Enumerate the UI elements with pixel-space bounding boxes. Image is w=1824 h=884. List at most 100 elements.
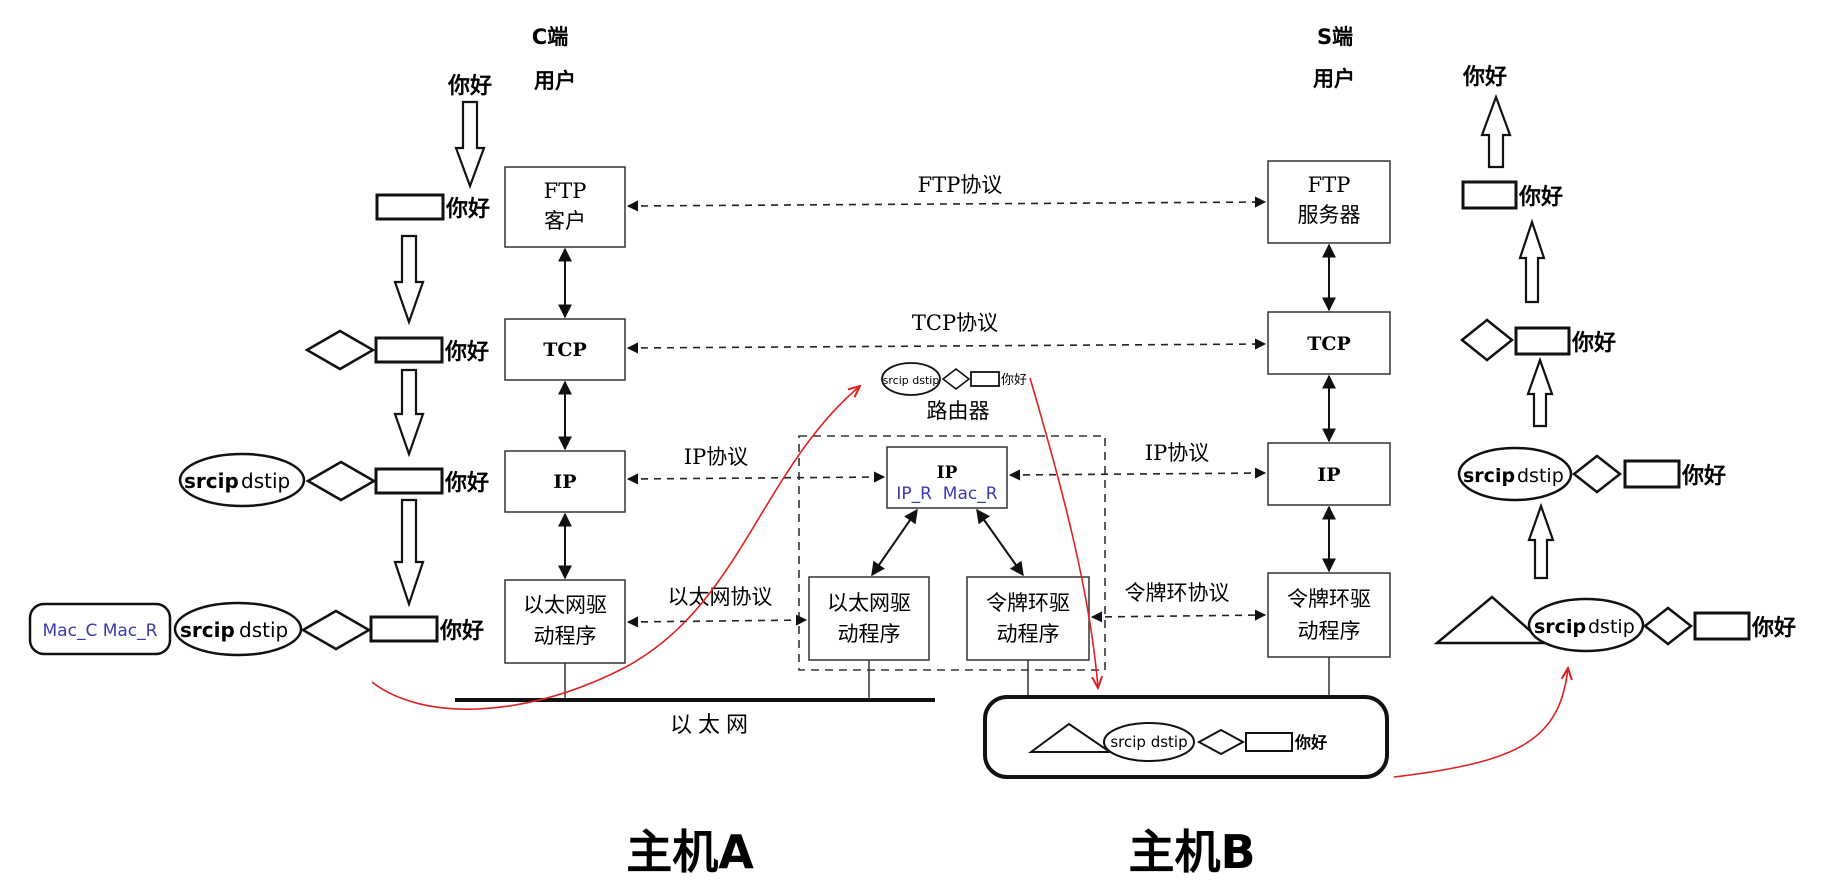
token-driver-b-line1: 令牌环驱 <box>1287 587 1371 611</box>
up-arrow-1 <box>1480 93 1512 169</box>
router-token-driver-box <box>966 576 1090 661</box>
up-arrow-3 <box>1526 356 1554 428</box>
router-packet-greeting: 你好 <box>1001 373 1027 388</box>
dstip-l3: dstip <box>241 469 290 493</box>
ip-protocol-left-label: IP协议 <box>684 445 748 469</box>
ftp-client-box <box>504 166 626 248</box>
token-ring-protocol-label: 令牌环协议 <box>1125 581 1230 605</box>
data-rect-l2 <box>374 336 444 364</box>
tcp-header-diamond-r4 <box>1642 606 1694 646</box>
ftp-client-line2: 客户 <box>544 209 586 233</box>
ftp-server-box <box>1267 160 1391 244</box>
token-ring-header-triangle <box>1027 722 1114 753</box>
tcp-header-diamond-r3 <box>1571 454 1623 494</box>
router-link-eth <box>871 508 918 577</box>
token-ring-frame-addr: srcip dstip <box>1110 733 1187 751</box>
greeting-r2: 你好 <box>1571 330 1616 356</box>
tcp-header-diamond-r2 <box>1459 318 1515 362</box>
greeting-l4: 你好 <box>439 618 484 644</box>
client-end-label: C端 <box>532 25 568 49</box>
ip-header-ellipse-l3 <box>178 452 306 508</box>
greeting-l3: 你好 <box>444 470 489 496</box>
data-rect-r4 <box>1693 611 1751 641</box>
greeting-top-left: 你好 <box>447 73 492 99</box>
server-end-label: S端 <box>1317 25 1353 49</box>
token-ring-frame-data-rect <box>1245 732 1293 752</box>
dstip-l4: dstip <box>239 618 288 642</box>
eth-driver-a-line1: 以太网驱 <box>523 593 607 617</box>
mac-header-box <box>28 602 172 656</box>
tcp-protocol-line <box>626 338 1267 354</box>
router-packet-ellipse <box>881 362 941 396</box>
ftp-server-line2: 服务器 <box>1298 203 1361 227</box>
server-user-label: 用户 <box>1313 67 1355 91</box>
down-arrow-3 <box>393 368 425 458</box>
red-path-to-host-b <box>1393 668 1568 778</box>
tcp-label-a: TCP <box>543 339 587 361</box>
ip-protocol-right-label: IP协议 <box>1145 441 1209 465</box>
ip-header-ellipse-l4 <box>173 601 303 657</box>
tcp-box-b <box>1267 311 1391 375</box>
srcip-l3: srcip <box>184 469 239 493</box>
token-driver-box-b <box>1267 572 1391 658</box>
greeting-l1: 你好 <box>445 196 490 222</box>
greeting-l2: 你好 <box>444 339 489 365</box>
ip-box-b <box>1267 442 1391 506</box>
tcp-protocol-label: TCP协议 <box>912 311 998 335</box>
greeting-r4: 你好 <box>1751 615 1796 641</box>
router-eth-line2: 动程序 <box>838 622 901 646</box>
router-packet-diamond <box>941 367 971 391</box>
dstip-r3: dstip <box>1517 465 1564 487</box>
router-token-line2: 动程序 <box>997 622 1060 646</box>
router-packet-addr: srcip dstip <box>883 374 940 387</box>
router-boundary <box>798 435 1106 671</box>
router-eth-line1: 以太网驱 <box>827 591 911 615</box>
up-arrow-2 <box>1518 218 1546 304</box>
mac-header-text: Mac_C Mac_R <box>43 621 158 641</box>
router-link-token <box>976 508 1024 577</box>
router-label: 路由器 <box>927 399 990 423</box>
token-ring-header-triangle-r4 <box>1433 595 1548 645</box>
tcp-box-a <box>504 318 626 381</box>
ip-label-a: IP <box>553 471 576 493</box>
ip-label-b: IP <box>1317 464 1340 486</box>
token-ring-frame-greeting: 你好 <box>1294 733 1327 752</box>
host-b-title: 主机B <box>1128 825 1255 879</box>
router-eth-driver-box <box>808 576 930 661</box>
data-rect-r2 <box>1514 326 1571 356</box>
ip-protocol-left-line <box>626 471 886 485</box>
router-ip-box <box>886 446 1008 509</box>
dstip-r4: dstip <box>1588 616 1635 638</box>
ip-header-ellipse-r4 <box>1527 597 1645 653</box>
tcp-label-b: TCP <box>1307 333 1351 355</box>
greeting-r3: 你好 <box>1681 463 1726 489</box>
ftp-protocol-line <box>626 196 1267 212</box>
down-arrow-2 <box>393 234 425 326</box>
token-driver-b-line2: 动程序 <box>1298 619 1361 643</box>
host-a-title: 主机A <box>626 825 754 879</box>
data-rect-l4 <box>369 615 439 643</box>
eth-driver-a-line2: 动程序 <box>534 624 597 648</box>
data-rect-l1 <box>375 193 445 221</box>
up-arrow-4 <box>1527 502 1555 580</box>
srcip-r3: srcip <box>1463 465 1515 487</box>
ftp-client-line1: FTP <box>544 179 587 203</box>
down-arrow-1 <box>454 100 486 190</box>
red-path-up-to-router <box>371 386 860 710</box>
greeting-top-right: 你好 <box>1462 64 1507 90</box>
srcip-l4: srcip <box>180 618 235 642</box>
data-rect-l3 <box>374 467 444 495</box>
tcp-header-diamond-l3 <box>305 460 377 502</box>
ip-header-ellipse-r3 <box>1457 446 1573 502</box>
ethernet-protocol-label: 以太网协议 <box>668 585 773 609</box>
data-rect-r1 <box>1461 180 1518 210</box>
ftp-server-line1: FTP <box>1308 173 1351 197</box>
data-rect-r3 <box>1623 459 1681 489</box>
token-ring-frame-diamond <box>1196 728 1246 756</box>
ethernet-bus-label: 以太网 <box>670 713 754 738</box>
down-arrow-4 <box>393 498 425 608</box>
greeting-r1: 你好 <box>1518 184 1563 210</box>
tcp-header-diamond-l2 <box>304 329 376 371</box>
ftp-protocol-label: FTP协议 <box>918 173 1003 197</box>
